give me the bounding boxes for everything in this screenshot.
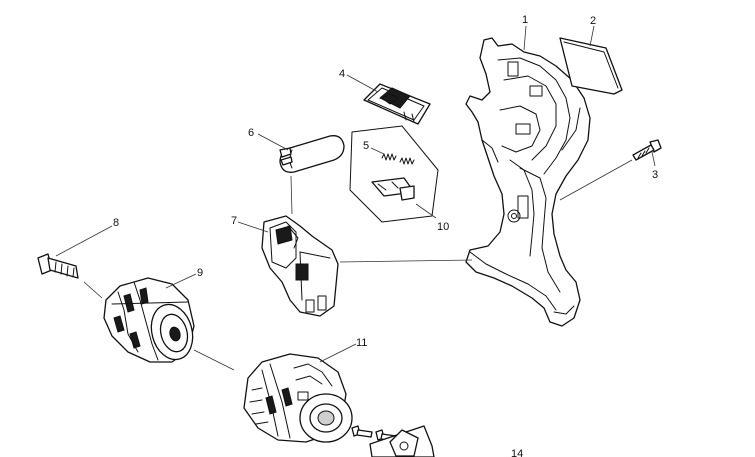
part-gear-assembly [243, 353, 353, 443]
part-number-6: 6 [248, 127, 254, 139]
part-number-9: 9 [197, 267, 203, 279]
part-keyless-chuck [103, 277, 195, 363]
part-number-8: 8 [113, 217, 119, 229]
part-springs [381, 153, 415, 165]
part-group-box [349, 125, 439, 223]
part-number-7: 7 [231, 215, 237, 227]
part-number-labels: 1 2 3 4 5 6 7 8 9 10 11 14 [113, 14, 658, 457]
part-switch-lever [363, 83, 431, 125]
part-screw-3 [632, 139, 662, 161]
part-number-3: 3 [652, 169, 658, 181]
part-switch-unit [261, 215, 339, 317]
part-number-4: 4 [339, 68, 345, 80]
part-number-5: 5 [363, 140, 369, 152]
part-led-cap [279, 135, 345, 173]
part-number-1: 1 [522, 14, 528, 26]
part-number-11: 11 [356, 337, 367, 349]
part-bracket-plate [369, 425, 435, 457]
part-bolt-8 [37, 253, 79, 279]
part-number-10: 10 [437, 221, 449, 233]
part-number-2: 2 [590, 15, 596, 27]
part-label-plate [559, 37, 623, 95]
part-slider [371, 177, 415, 201]
part-housing [465, 37, 591, 327]
part-number-14: 14 [511, 448, 523, 457]
leader-lines [55, 25, 656, 371]
